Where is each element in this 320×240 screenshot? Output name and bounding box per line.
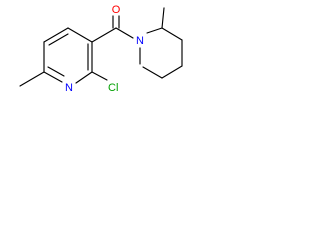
atom-label-pyridine-nitrogen: N [65,82,73,94]
atom-label-oxygen: O [112,4,121,16]
atom-label-piperidine-nitrogen: N [136,35,144,47]
bond [91,71,108,81]
bond [146,27,163,34]
atom-label-chlorine: Cl [108,82,118,94]
bond [161,65,183,79]
bond [43,71,63,83]
bond [43,27,69,43]
bond [161,27,183,41]
bond [142,66,163,79]
bond [47,66,65,77]
bond [91,27,117,43]
bond [115,27,134,39]
bond [48,33,69,46]
bond [75,71,93,84]
bond [67,27,93,43]
bond [19,71,45,87]
molecule-structure: O N N Cl [19,4,183,94]
bond [161,7,165,29]
